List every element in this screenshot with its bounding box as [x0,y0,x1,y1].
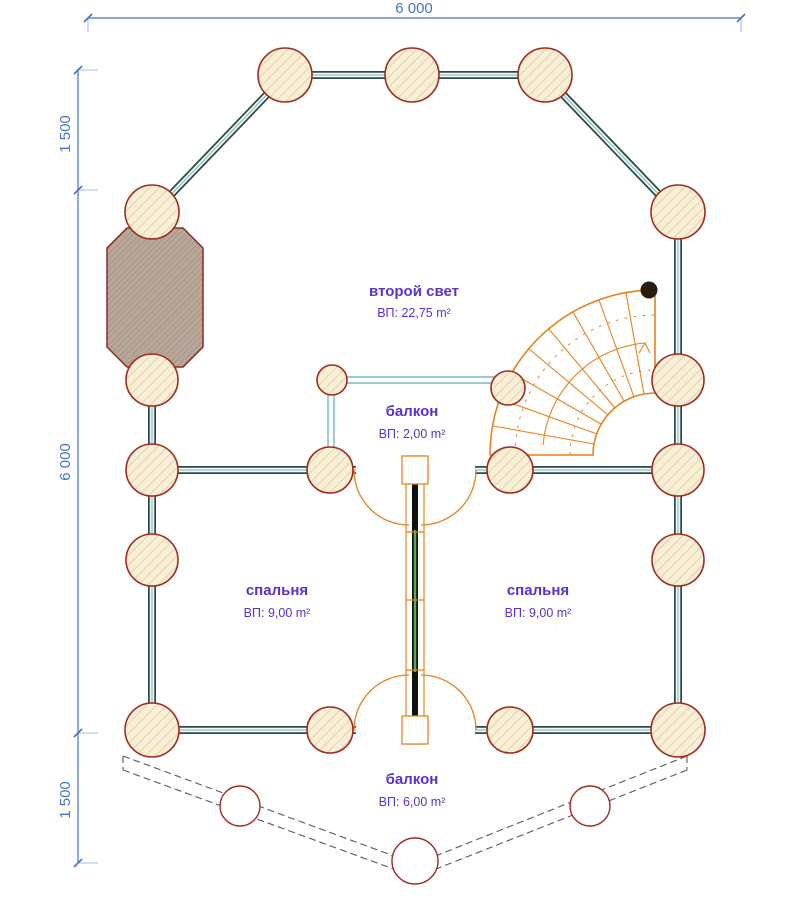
staircase [489,281,658,456]
log-post [125,443,179,497]
room-area-second-light: ВП: 22,75 m² [377,306,451,320]
log-post [125,353,179,407]
log-post [651,353,705,407]
stair-newel-post [640,281,658,299]
dimension-left-top-label: 1 500 [57,115,74,153]
log-post [124,184,180,240]
log-post [316,364,348,396]
balcony-post [391,837,439,885]
door-jamb [401,455,429,485]
doors [353,455,477,745]
center-partition [405,455,425,745]
dimension-top-label: 6 000 [395,0,433,17]
log-post [651,443,705,497]
log-post [651,533,705,587]
log-post [306,706,354,754]
room-label-upper-balcony: балкон [386,403,439,420]
log-post [486,706,534,754]
room-labels: второй свет ВП: 22,75 m² балкон ВП: 2,00… [244,283,572,809]
room-label-bedroom-right: спальня [507,582,569,599]
log-post [306,446,354,494]
room-area-lower-balcony: ВП: 6,00 m² [379,795,446,809]
log-post [486,446,534,494]
dimension-left-bottom-label: 1 500 [57,781,74,819]
door-swing [420,469,477,526]
door-swing [353,469,410,526]
door-swing [420,674,477,731]
dimension-left-middle-label: 6 000 [57,443,74,481]
log-post [384,47,440,103]
door-swing [353,674,410,731]
log-post [124,702,180,758]
balcony-post [569,785,611,827]
upper-balcony-railing [327,376,497,456]
room-area-bedroom-right: ВП: 9,00 m² [505,606,572,620]
balcony-post [219,785,261,827]
room-label-second-light: второй свет [369,283,459,300]
log-posts [124,47,706,758]
dimension-top: 6 000 [83,0,746,32]
room-label-lower-balcony: балкон [386,771,439,788]
door-jamb [401,715,429,745]
log-post [257,47,313,103]
log-post [517,47,573,103]
room-area-bedroom-left: ВП: 9,00 m² [244,606,311,620]
log-post [490,370,526,406]
room-label-bedroom-left: спальня [246,582,308,599]
log-post [650,184,706,240]
room-area-upper-balcony: ВП: 2,00 m² [379,427,446,441]
fireplace [106,227,204,368]
log-post [650,702,706,758]
lower-balcony-outline [122,755,688,885]
log-post [125,533,179,587]
dimension-left: 1 500 6 000 1 500 [57,65,98,868]
